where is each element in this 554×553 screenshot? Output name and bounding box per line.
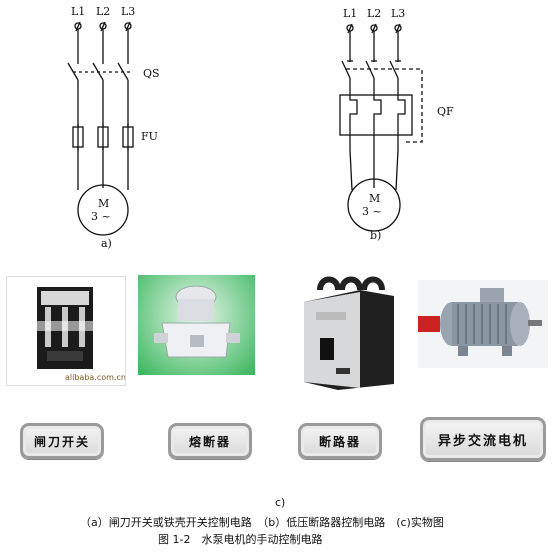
caption-c: c) <box>275 496 286 509</box>
tag-circuit-breaker: 断路器 <box>298 423 382 459</box>
motor-symbol-b <box>347 178 401 232</box>
photo-fuse <box>138 275 255 375</box>
phase-label-l3-b: L3 <box>391 7 406 20</box>
tag-async-motor-text: 异步交流电机 <box>437 433 528 449</box>
trip-unit <box>339 94 413 136</box>
motor-label-b-line2: 3 ~ <box>362 205 382 218</box>
phase-label-l2-a: L2 <box>96 5 111 18</box>
photo-circuit-breaker <box>290 272 402 394</box>
tag-circuit-breaker-text: 断路器 <box>318 434 361 449</box>
motor-label-a-line2: 3 ~ <box>91 210 111 223</box>
diagram-a-caption: a) <box>101 237 112 250</box>
breaker-enclosure <box>346 68 423 143</box>
figure-caption-line2: 图 1-2 水泵电机的手动控制电路 <box>158 533 323 546</box>
tag-fuse-text: 熔断器 <box>188 434 231 449</box>
phase-label-l1-b: L1 <box>343 7 358 20</box>
tag-knife-switch: 闸刀开关 <box>20 423 104 459</box>
photo-watermark: alibaba.com.cn <box>65 373 126 382</box>
switch-label: QS <box>143 67 160 80</box>
breaker-contact-3 <box>389 60 399 79</box>
tag-fuse: 熔断器 <box>168 423 252 459</box>
motor-label-a-line1: M <box>98 197 110 210</box>
tag-async-motor: 异步交流电机 <box>420 417 546 461</box>
tag-knife-switch-text: 闸刀开关 <box>33 434 90 449</box>
figure-caption-line1: （a）闸刀开关或铁壳开关控制电路 （b）低压断路器控制电路 (c)实物图 <box>80 516 444 529</box>
photo-async-motor <box>418 280 548 368</box>
motor-symbol-a <box>77 184 129 236</box>
diagram-b-caption: b) <box>370 229 382 242</box>
photo-knife-switch: alibaba.com.cn <box>6 276 126 386</box>
phase-label-l3-a: L3 <box>121 5 136 18</box>
breaker-label: QF <box>437 105 454 118</box>
circuit-diagram-a <box>67 21 423 236</box>
motor-label-b-line1: M <box>369 192 381 205</box>
phase-label-l1-a: L1 <box>71 5 86 18</box>
fuse-label: FU <box>141 130 158 143</box>
phase-label-l2-b: L2 <box>367 7 382 20</box>
